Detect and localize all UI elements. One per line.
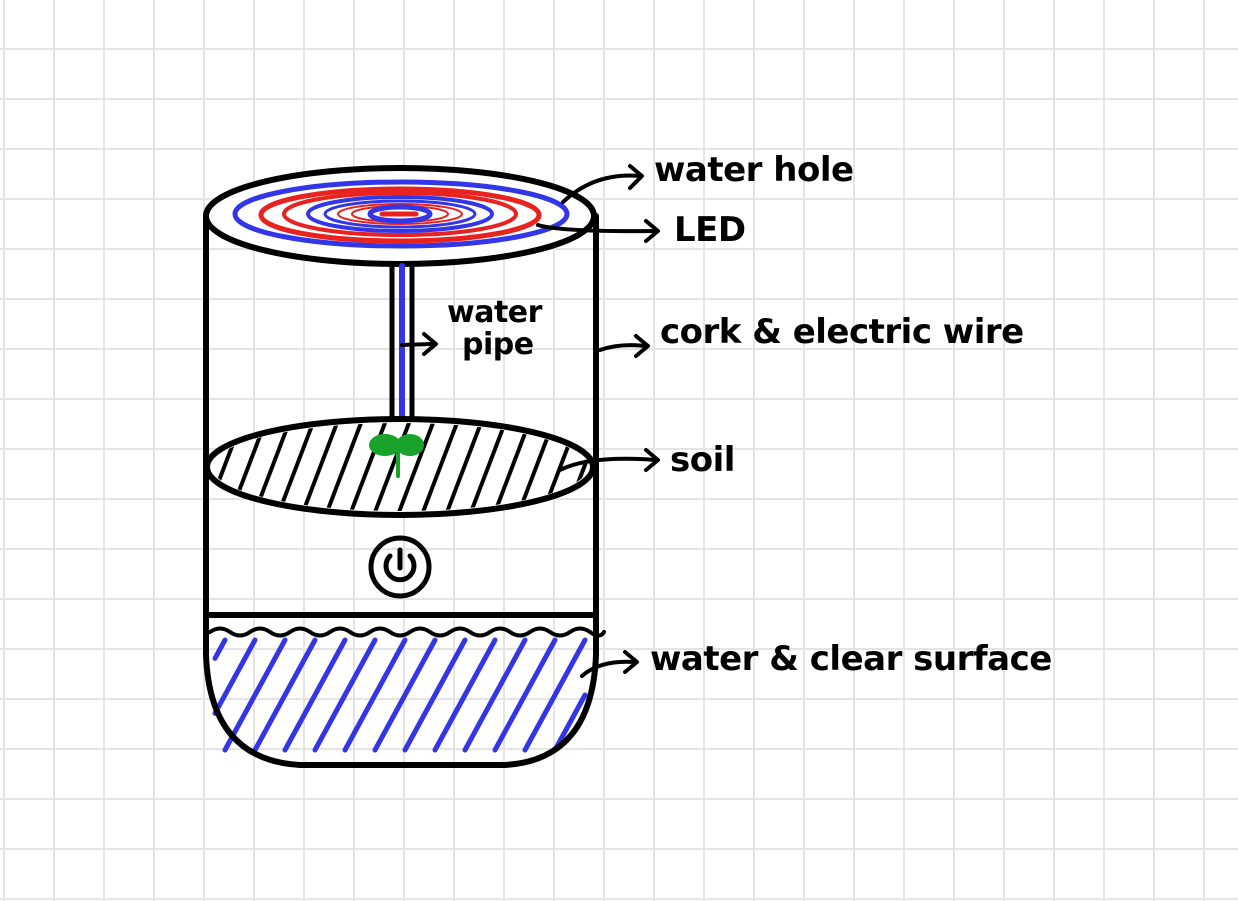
water-hatch-line: [402, 637, 468, 753]
water-hatch-line: [342, 637, 408, 753]
water-hatch-line: [212, 637, 258, 716]
soil-hatch-line: [298, 423, 342, 511]
sprout-icon: [369, 434, 424, 478]
soil-hatch-line: [370, 423, 414, 511]
soil-hatch-line: [394, 423, 438, 511]
water-hatch-line: [212, 637, 228, 661]
water-hatch-line: [492, 637, 558, 753]
water-hatch-line: [462, 637, 528, 753]
label-cork-electric-wire: cork & electric wire: [660, 312, 1024, 352]
water-hatch-line: [552, 692, 588, 753]
soil-hatch-line: [346, 423, 390, 511]
soil-hatch-line: [466, 423, 510, 511]
soil-hatch-line: [442, 423, 486, 511]
water-hatch-line: [252, 637, 318, 753]
power-icon: [368, 535, 432, 599]
water-hatch-line: [372, 637, 438, 753]
soil-hatch-line: [418, 423, 462, 511]
label-water-pipe-2: pipe: [462, 327, 534, 362]
container-outline: [203, 213, 599, 768]
label-water-hole: water hole: [654, 150, 854, 190]
label-soil: soil: [670, 440, 735, 480]
water-hatch-line: [522, 637, 588, 753]
label-led: LED: [674, 210, 746, 250]
annotation-arrows: [400, 164, 660, 678]
water-hatch-line: [222, 637, 288, 753]
label-water-pipe-1: water: [447, 295, 542, 330]
led-rings: [232, 179, 570, 249]
water-hatch-line: [282, 637, 348, 753]
water-hatching: [212, 637, 588, 753]
water-hatch-line: [312, 637, 378, 753]
soil-hatch-line: [322, 423, 366, 511]
water-surface-wave: [208, 626, 606, 638]
water-pipe: [389, 261, 415, 423]
water-hatch-line: [432, 637, 498, 753]
label-water-clear-surface: water & clear surface: [650, 639, 1052, 679]
